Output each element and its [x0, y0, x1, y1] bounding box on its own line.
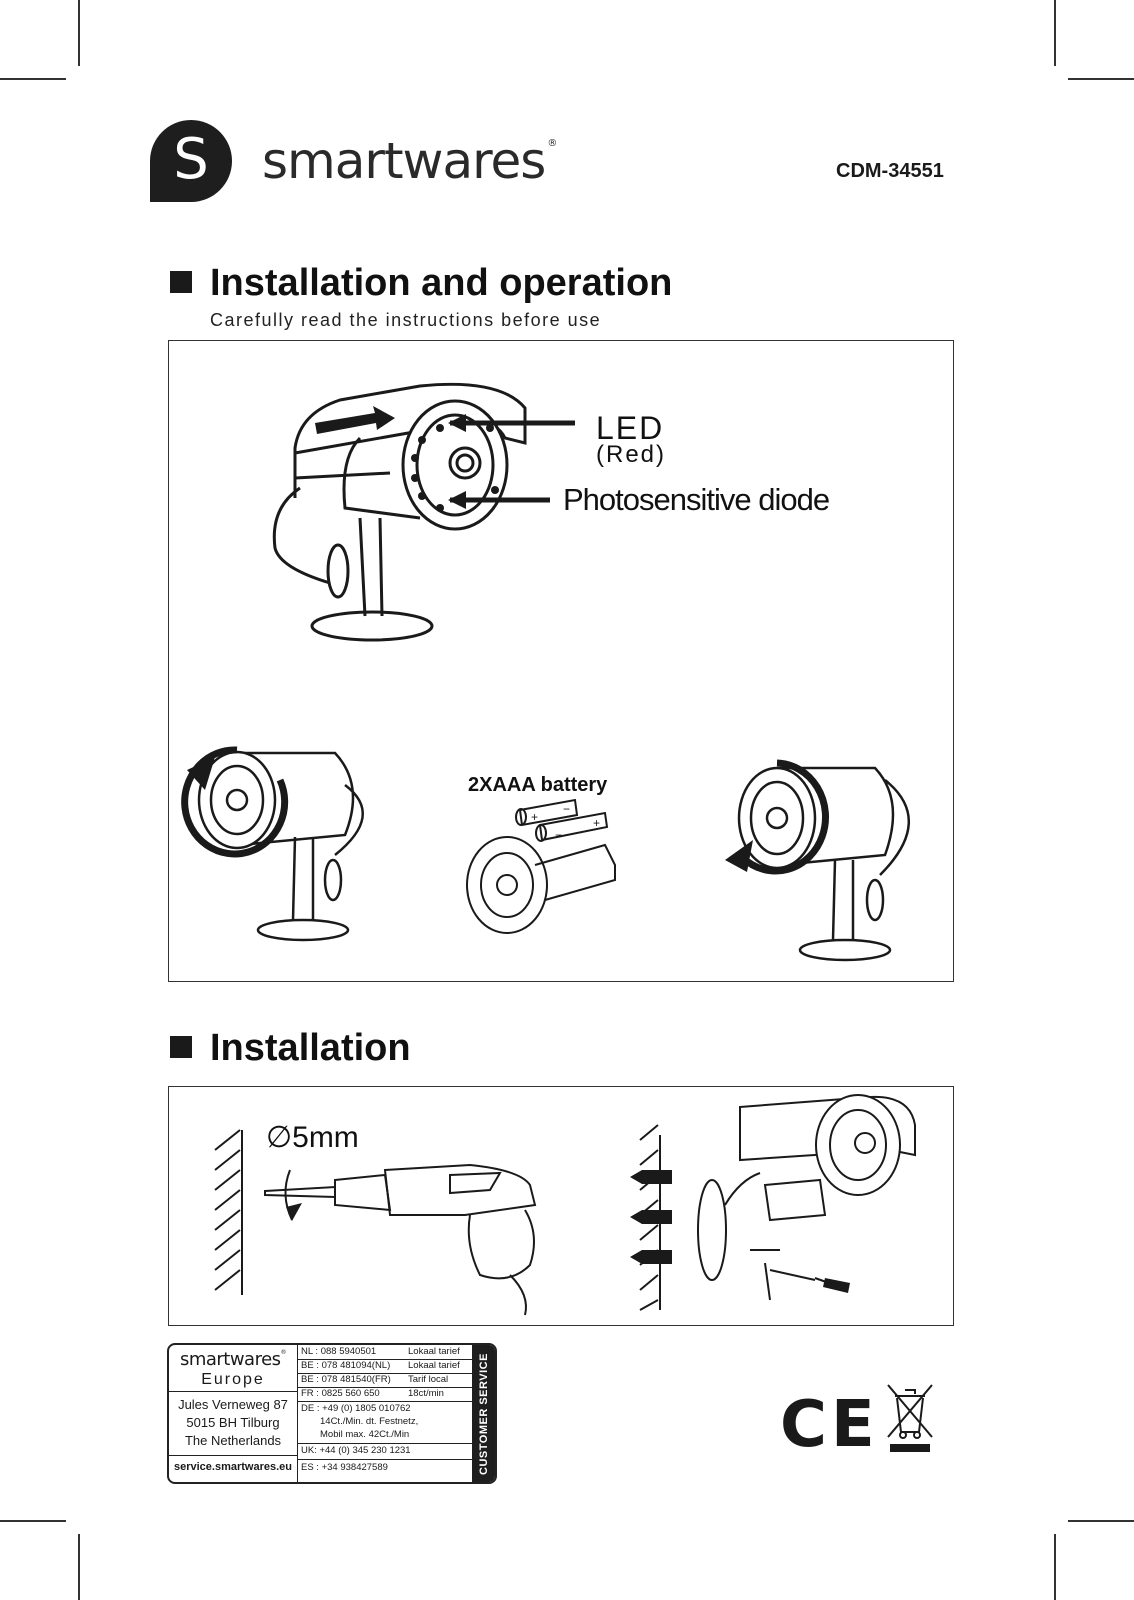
wall-mounting-illustration	[630, 1094, 916, 1311]
crop-mark	[0, 78, 66, 80]
contact-note: 18ct/min	[408, 1388, 444, 1399]
operation-panel	[168, 340, 954, 982]
ce-mark: CE	[780, 1388, 879, 1462]
camera-open-left-illustration	[181, 746, 364, 942]
battery-compartment-illustration: + − − +	[466, 798, 616, 934]
wall-drilling-illustration	[214, 1129, 537, 1316]
contact-row: 14Ct./Min. dt. Festnetz,	[320, 1416, 419, 1427]
divider	[169, 1455, 297, 1456]
crop-mark	[1054, 0, 1056, 66]
camera-main-illustration	[272, 382, 575, 642]
contact-row: UK: +44 (0) 345 230 1231	[301, 1445, 411, 1456]
divider	[298, 1387, 472, 1388]
contact-row: Mobil max. 42Ct./Min	[320, 1429, 410, 1440]
crop-mark	[1068, 78, 1134, 80]
contact-row: BE : 078 481540(FR)	[301, 1374, 391, 1385]
section-title-installation: Installation	[210, 1027, 411, 1069]
led-label: LED	[596, 410, 665, 446]
section-title-operation: Installation and operation	[210, 262, 673, 304]
address-line: 5015 BH Tilburg	[186, 1415, 280, 1430]
photosensitive-diode-label: Photosensitive diode	[563, 482, 830, 517]
contact-note: Lokaal tarief	[408, 1346, 460, 1357]
crop-mark	[1068, 1520, 1134, 1522]
weee-bin-icon	[887, 1384, 933, 1452]
battery-label: 2XAAA battery	[468, 774, 608, 796]
svg-text:+: +	[531, 810, 538, 824]
svg-text:−: −	[563, 802, 570, 816]
contact-row: FR : 0825 560 650	[301, 1388, 380, 1399]
divider	[298, 1459, 472, 1460]
customer-service-tab: CUSTOMER SERVICE	[472, 1345, 495, 1482]
contact-note: Tarif local	[408, 1374, 449, 1385]
crop-mark	[1054, 1534, 1056, 1600]
heading-bullet	[170, 1036, 192, 1058]
contact-row: BE : 078 481094(NL)	[301, 1360, 391, 1371]
divider	[298, 1359, 472, 1360]
smartwares-logo: S	[150, 120, 232, 202]
led-color-label: (Red)	[596, 441, 667, 468]
contact-row: DE : +49 (0) 1805 010762	[301, 1403, 411, 1414]
divider	[298, 1373, 472, 1374]
service-website-link[interactable]: service.smartwares.eu	[173, 1461, 293, 1473]
customer-service-box: smartwares® Europe Jules Verneweg 87 501…	[167, 1343, 497, 1484]
contact-row: NL : 088 5940501	[301, 1346, 377, 1357]
divider	[298, 1443, 472, 1444]
divider	[169, 1391, 297, 1392]
camera-closed-right-illustration	[725, 759, 910, 962]
contact-list: NL : 088 5940501 Lokaal tarief BE : 078 …	[298, 1345, 472, 1482]
svg-text:−: −	[555, 828, 562, 842]
address-line: The Netherlands	[184, 1433, 282, 1448]
company-info: smartwares® Europe Jules Verneweg 87 501…	[169, 1345, 298, 1482]
crop-mark	[0, 1520, 66, 1522]
footer-brand: smartwares®	[179, 1349, 287, 1370]
brand-name: smartwares®	[262, 132, 557, 190]
drill-size-label: ∅5mm	[266, 1121, 359, 1154]
heading-bullet	[170, 271, 192, 293]
address-line: Jules Verneweg 87	[178, 1397, 288, 1412]
contact-row: ES : +34 938427589	[301, 1462, 388, 1473]
divider	[298, 1401, 472, 1402]
contact-note: Lokaal tarief	[408, 1360, 460, 1371]
footer-region: Europe	[201, 1371, 265, 1388]
section-subtitle: Carefully read the instructions before u…	[210, 310, 602, 330]
crop-mark	[78, 1534, 80, 1600]
crop-mark	[78, 0, 80, 66]
model-number: CDM-34551	[836, 160, 944, 182]
svg-text:+: +	[593, 816, 600, 830]
